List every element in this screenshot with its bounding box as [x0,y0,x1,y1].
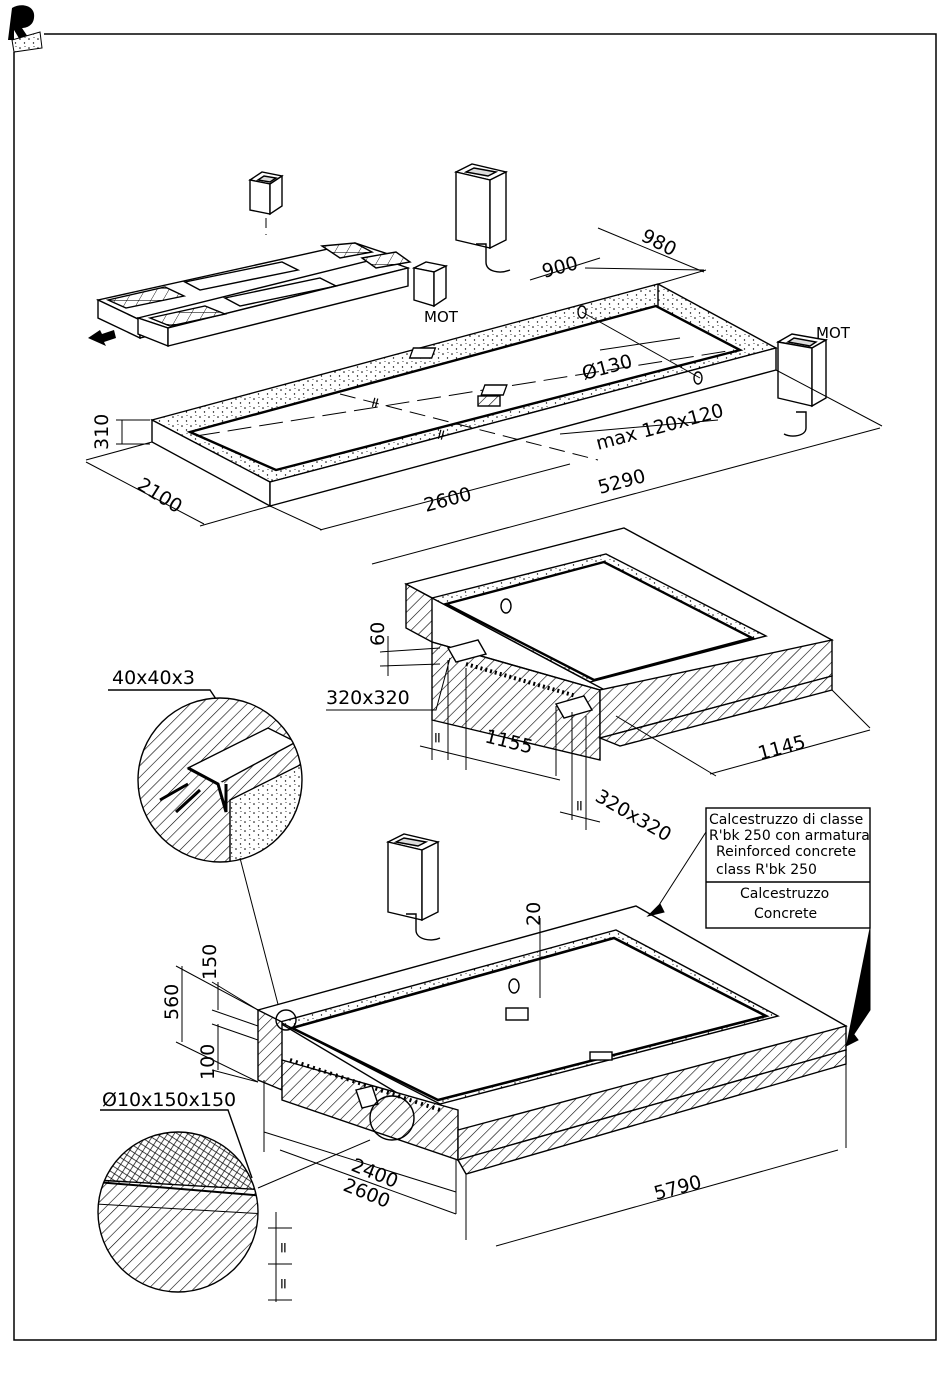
power-unit-4 [778,334,826,436]
dim-900: 900 [540,252,581,283]
legend-line-4: class R'bk 250 [716,862,817,878]
legend-line-3: Reinforced concrete [716,844,856,860]
dim-320-b: 320x320 [592,785,676,846]
legend-line-5: Calcestruzzo [740,886,829,902]
dim-980: 980 [638,225,680,261]
power-unit-5 [388,834,440,940]
eq-mark-mid-1: = [428,731,446,744]
dim-5290: 5290 [596,465,648,499]
power-unit-2 [414,262,446,306]
dim-2600-top: 2600 [422,483,474,517]
top-section: MOT MOT [86,164,882,564]
label-40x40x3: 40x40x3 [112,667,195,689]
eq-mark-bot-1: = [274,1241,292,1254]
mot-label-2: MOT [816,324,851,342]
legend-line-6: Concrete [754,906,817,922]
dim-100: 100 [197,1044,219,1080]
power-unit-3 [456,164,510,272]
dim-2100: 2100 [133,474,186,518]
legend-line-1: Calcestruzzo di classe [709,812,863,828]
power-unit-1 [250,172,282,214]
dim-20: 20 [523,902,545,926]
dim-150: 150 [199,944,221,980]
mesh-reinforcement-detail [96,1110,370,1302]
dim-60: 60 [367,622,389,646]
mot-label-1: MOT [424,308,459,326]
dim-310: 310 [91,414,113,450]
eq-mark-bot-2: = [274,1277,292,1290]
dim-5790: 5790 [652,1171,704,1205]
dim-1145: 1145 [756,731,808,765]
lift-platforms [98,243,410,346]
bottom-pit [258,906,846,1174]
eq-mark-mid-2: = [570,799,588,812]
middle-pit [406,528,832,760]
legend-line-2: R'bk 250 con armatura [709,828,870,844]
middle-section: 60 320x320 1155 1145 320x320 = = 40x40x3 [108,528,870,1012]
dim-320-a: 320x320 [326,687,410,709]
direction-arrow-icon [88,330,116,346]
label-mesh: Ø10x150x150 [102,1089,236,1111]
brand-logo [8,4,44,52]
dim-560: 560 [161,984,183,1020]
material-legend: Calcestruzzo di classe R'bk 250 con arma… [706,808,870,928]
